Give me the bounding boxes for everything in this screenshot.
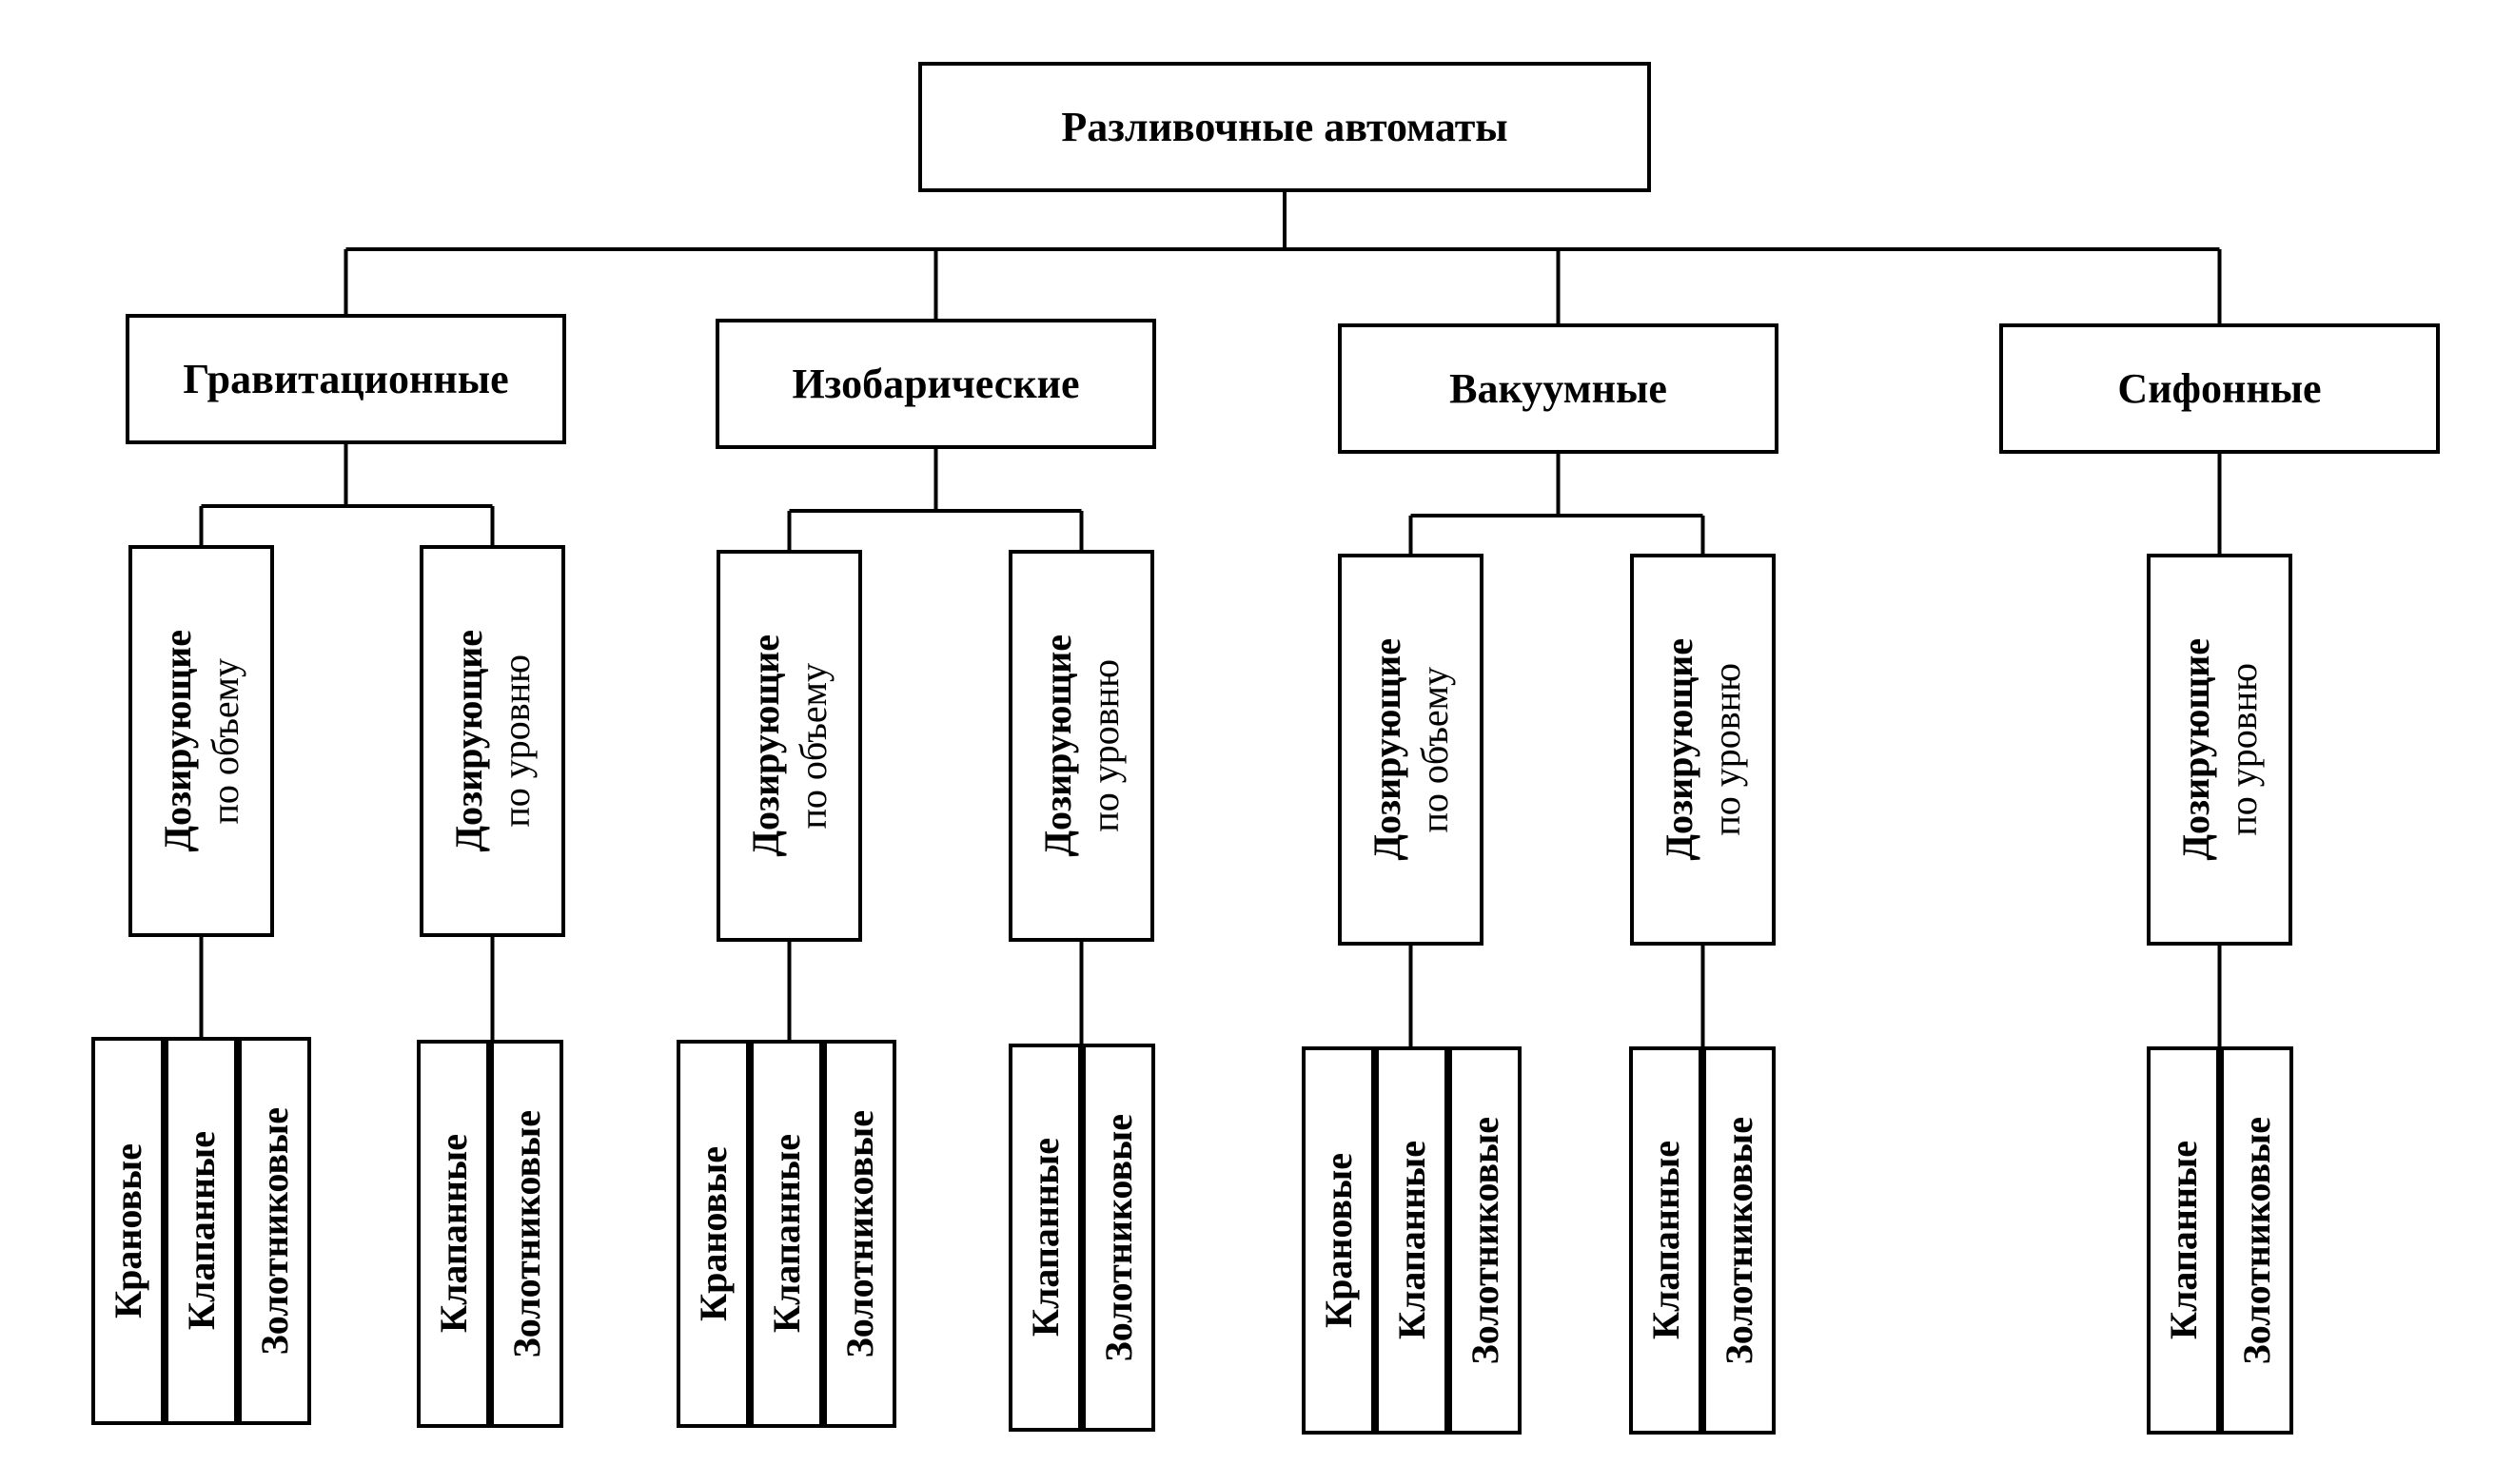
leaf-label: Золотниковые: [252, 1106, 296, 1356]
leaf-label: Золотниковые: [837, 1109, 881, 1358]
leaf-valve-type: Клапанные: [1009, 1044, 1082, 1432]
group-line1: Дозирующие: [743, 635, 787, 857]
leaf-label: Клапанные: [764, 1134, 808, 1334]
leaf-valve-type: Золотниковые: [238, 1037, 311, 1425]
group-level-dosing: Дозирующие по уровню: [2147, 554, 2292, 946]
leaf-label: Крановые: [106, 1143, 149, 1318]
leaf-valve-type: Клапанные: [165, 1037, 238, 1425]
leaf-label: Клапанные: [2161, 1141, 2205, 1340]
group-volume-dosing: Дозирующие по объему: [128, 545, 274, 937]
group-line2: по объему: [791, 662, 835, 830]
leaf-label: Клапанные: [1643, 1141, 1687, 1340]
leaf-valve-type: Крановые: [91, 1037, 165, 1425]
category-vacuum: Вакуумные: [1338, 323, 1778, 454]
leaf-label: Клапанные: [1389, 1141, 1433, 1340]
group-line1: Дозирующие: [1657, 638, 1700, 861]
group-line1: Дозирующие: [1035, 635, 1079, 857]
leaf-valve-type: Клапанные: [1629, 1046, 1702, 1435]
leaf-valve-type: Золотниковые: [1082, 1044, 1155, 1432]
leaf-label: Клапанные: [1023, 1138, 1067, 1338]
group-line2: по объему: [203, 657, 246, 825]
group-level-dosing: Дозирующие по уровню: [1630, 554, 1776, 946]
category-label: Вакуумные: [1449, 365, 1667, 412]
group-line1: Дозирующие: [1365, 638, 1408, 861]
leaf-valve-type: Клапанные: [417, 1040, 490, 1428]
group-line1: Дозирующие: [155, 630, 199, 852]
leaf-label: Клапанные: [431, 1134, 475, 1334]
leaf-label: Крановые: [1316, 1153, 1360, 1328]
leaf-label: Золотниковые: [2234, 1116, 2278, 1365]
root-node: Разливочные автоматы: [918, 62, 1651, 192]
group-volume-dosing: Дозирующие по объему: [717, 550, 862, 942]
group-line2: по уровню: [1704, 663, 1748, 836]
group-volume-dosing: Дозирующие по объему: [1338, 554, 1483, 946]
group-line2: по объему: [1412, 666, 1456, 833]
leaf-valve-type: Золотниковые: [823, 1040, 896, 1428]
category-label: Гравитационные: [183, 356, 509, 402]
leaf-label: Клапанные: [179, 1131, 223, 1331]
leaf-valve-type: Золотниковые: [1448, 1046, 1522, 1435]
category-label: Изобарические: [792, 361, 1080, 407]
leaf-valve-type: Клапанные: [2147, 1046, 2220, 1435]
leaf-valve-type: Крановые: [1302, 1046, 1375, 1435]
group-line1: Дозирующие: [446, 630, 490, 852]
group-line2: по уровню: [2221, 663, 2265, 836]
leaf-label: Золотниковые: [1463, 1116, 1506, 1365]
leaf-valve-type: Золотниковые: [1702, 1046, 1776, 1435]
leaf-valve-type: Золотниковые: [2220, 1046, 2293, 1435]
leaf-valve-type: Клапанные: [1375, 1046, 1448, 1435]
category-isobaric: Изобарические: [716, 319, 1156, 449]
leaf-label: Золотниковые: [1096, 1113, 1140, 1362]
category-label: Сифонные: [2117, 365, 2322, 412]
leaf-valve-type: Золотниковые: [490, 1040, 563, 1428]
group-level-dosing: Дозирующие по уровню: [420, 545, 565, 937]
leaf-label: Золотниковые: [1717, 1116, 1760, 1365]
group-line2: по уровню: [1083, 659, 1127, 832]
root-label: Разливочные автоматы: [1061, 104, 1508, 150]
group-level-dosing: Дозирующие по уровню: [1009, 550, 1154, 942]
group-line1: Дозирующие: [2173, 638, 2217, 861]
leaf-valve-type: Клапанные: [750, 1040, 823, 1428]
leaf-label: Золотниковые: [504, 1109, 548, 1358]
leaf-valve-type: Крановые: [677, 1040, 750, 1428]
category-siphon: Сифонные: [1999, 323, 2440, 454]
group-line2: по уровню: [494, 654, 538, 828]
category-gravitational: Гравитационные: [126, 314, 566, 444]
leaf-label: Крановые: [691, 1146, 735, 1321]
